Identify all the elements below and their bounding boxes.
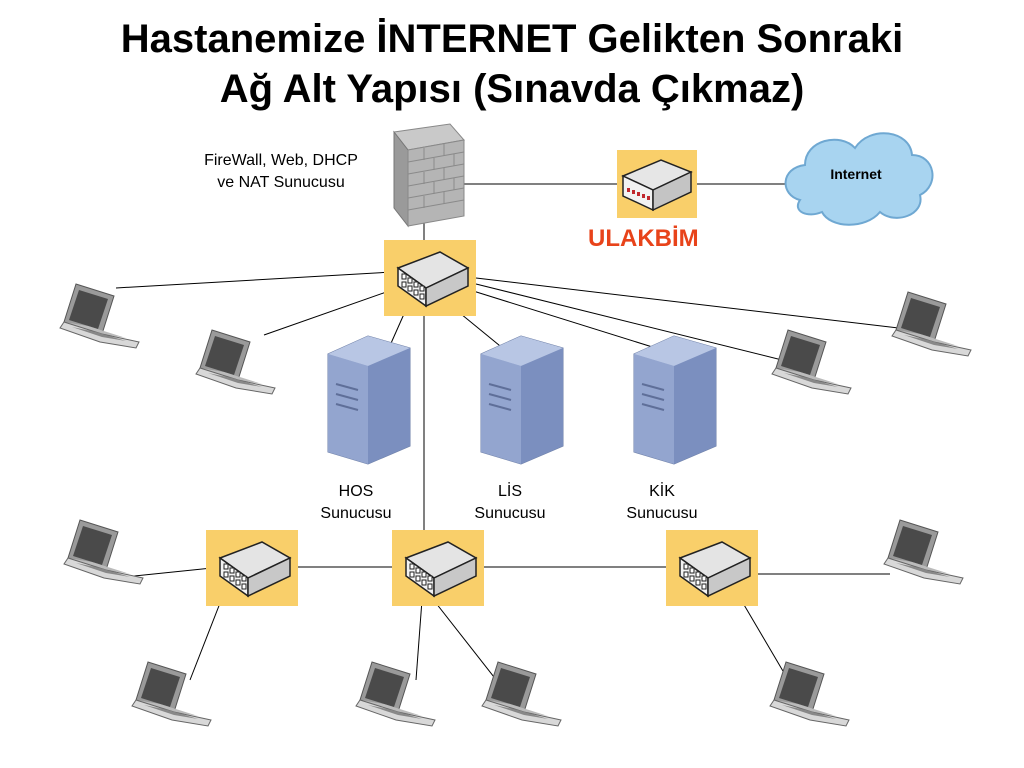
lis-server-icon	[480, 335, 564, 465]
router-label: ULAKBİM	[588, 225, 699, 252]
laptop-icon	[769, 661, 850, 727]
laptop-icon	[771, 329, 852, 395]
firewall-label: FireWall, Web, DHCP ve NAT Sunucusu	[186, 150, 376, 194]
kik-label-line-2: Sunucusu	[626, 505, 698, 522]
right-switch-icon	[665, 529, 759, 607]
firewall-label-line-2: ve NAT Sunucusu	[217, 174, 345, 191]
cloud-icon	[784, 132, 934, 226]
center-switch-icon	[391, 529, 485, 607]
hos-label-line-1: HOS	[338, 483, 374, 500]
kik-server-icon	[633, 335, 717, 465]
hos-label-line-2: Sunucusu	[320, 505, 392, 522]
laptop-icon	[63, 519, 144, 585]
laptop-icon	[481, 661, 562, 727]
hos-server-label: HOS Sunucusu	[306, 481, 406, 525]
firewall-label-line-1: FireWall, Web, DHCP	[204, 152, 358, 169]
internet-label: Internet	[830, 166, 882, 182]
page-title: Hastanemize İNTERNET Gelikten Sonraki Ağ…	[0, 14, 1024, 114]
laptop-icon	[131, 661, 212, 727]
laptop-icon	[59, 283, 140, 349]
laptop-icon	[195, 329, 276, 395]
hos-server-icon	[327, 335, 411, 465]
title-line-1: Hastanemize İNTERNET Gelikten Sonraki	[120, 17, 904, 61]
connection-lines	[115, 183, 916, 701]
core-switch-icon	[383, 239, 477, 317]
laptop-icon	[891, 291, 972, 357]
title-line-2: Ağ Alt Yapısı (Sınavda Çıkmaz)	[219, 67, 805, 111]
router-icon	[617, 150, 697, 218]
kik-server-label: KİK Sunucusu	[612, 481, 712, 525]
laptop-icon	[883, 519, 964, 585]
lis-server-label: LİS Sunucusu	[460, 481, 560, 525]
left-switch-icon	[205, 529, 299, 607]
lis-label-line-2: Sunucusu	[474, 505, 546, 522]
lis-label-line-1: LİS	[497, 483, 522, 500]
firewall-icon	[393, 123, 465, 228]
kik-label-line-1: KİK	[649, 483, 675, 500]
laptop-icon	[355, 661, 436, 727]
